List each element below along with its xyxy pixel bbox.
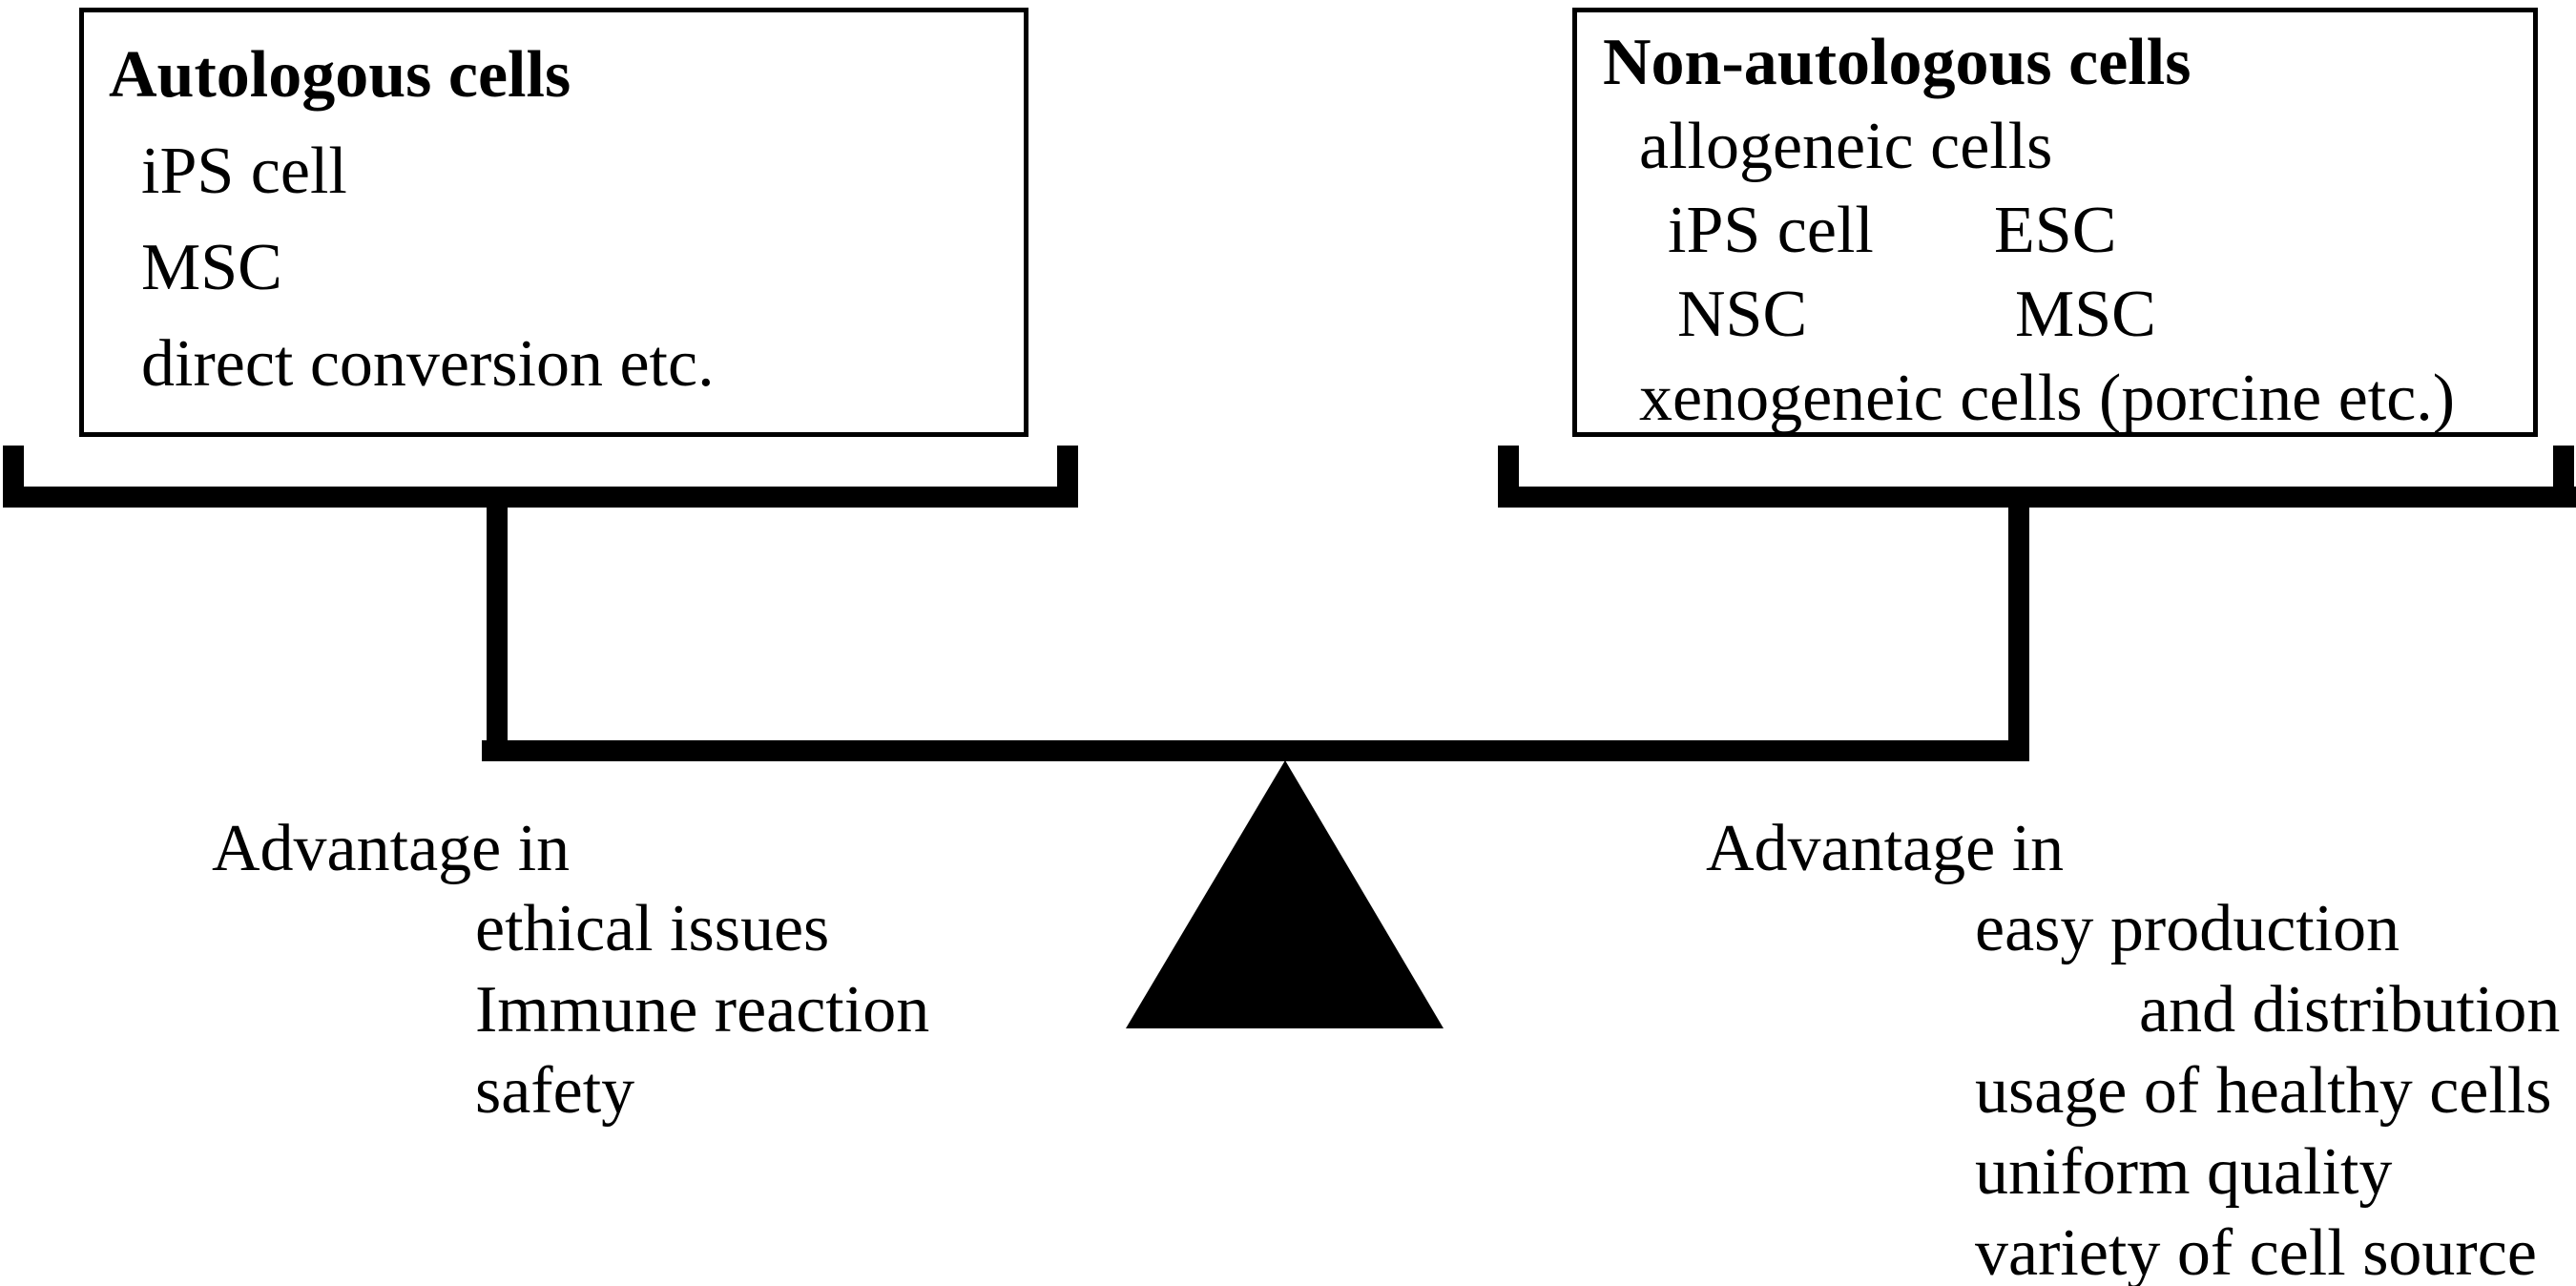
non-autologous-box-item: MSC [2015, 278, 2156, 351]
right-advantage-item: and distribution [2139, 973, 2561, 1047]
autologous-box-item: MSC [141, 231, 282, 304]
right-advantage-item: easy production [1975, 892, 2400, 965]
left-pan-bar [3, 487, 1078, 508]
left-pan-right-cap [1057, 446, 1078, 508]
balance-beam [482, 740, 2029, 761]
non-autologous-box-item: iPS cell [1668, 194, 1874, 267]
autologous-box-item: iPS cell [141, 135, 347, 208]
right-advantage-item: uniform quality [1975, 1135, 2393, 1209]
right-advantages-heading: Advantage in [1706, 812, 2065, 885]
non-autologous-cells-box [1572, 8, 2538, 437]
right-advantage-item: usage of healthy cells [1975, 1054, 2552, 1128]
right-pan-bar [1498, 487, 2576, 508]
left-advantages-heading: Advantage in [212, 812, 571, 885]
left-advantage-item: Immune reaction [475, 973, 930, 1047]
non-autologous-box-footer: xenogeneic cells (porcine etc.) [1639, 362, 2456, 435]
right-pan-left-cap [1498, 446, 1519, 508]
autologous-box-title: Autologous cells [109, 38, 571, 112]
right-advantage-item: variety of cell source [1975, 1216, 2537, 1286]
right-pan-right-cap [2553, 446, 2574, 508]
non-autologous-box-subtitle: allogeneic cells [1639, 110, 2053, 183]
left-hanger-post [487, 508, 508, 740]
right-hanger-post [2008, 508, 2029, 740]
non-autologous-box-title: Non-autologous cells [1603, 26, 2192, 99]
autologous-cells-box [79, 8, 1028, 437]
non-autologous-box-item: ESC [1994, 194, 2117, 267]
left-advantage-item: ethical issues [475, 892, 830, 965]
fulcrum-triangle-icon [1126, 760, 1444, 1028]
left-pan-left-cap [3, 446, 24, 508]
autologous-box-item: direct conversion etc. [141, 327, 715, 401]
non-autologous-box-item: NSC [1677, 278, 1808, 351]
left-advantage-item: safety [475, 1054, 635, 1128]
